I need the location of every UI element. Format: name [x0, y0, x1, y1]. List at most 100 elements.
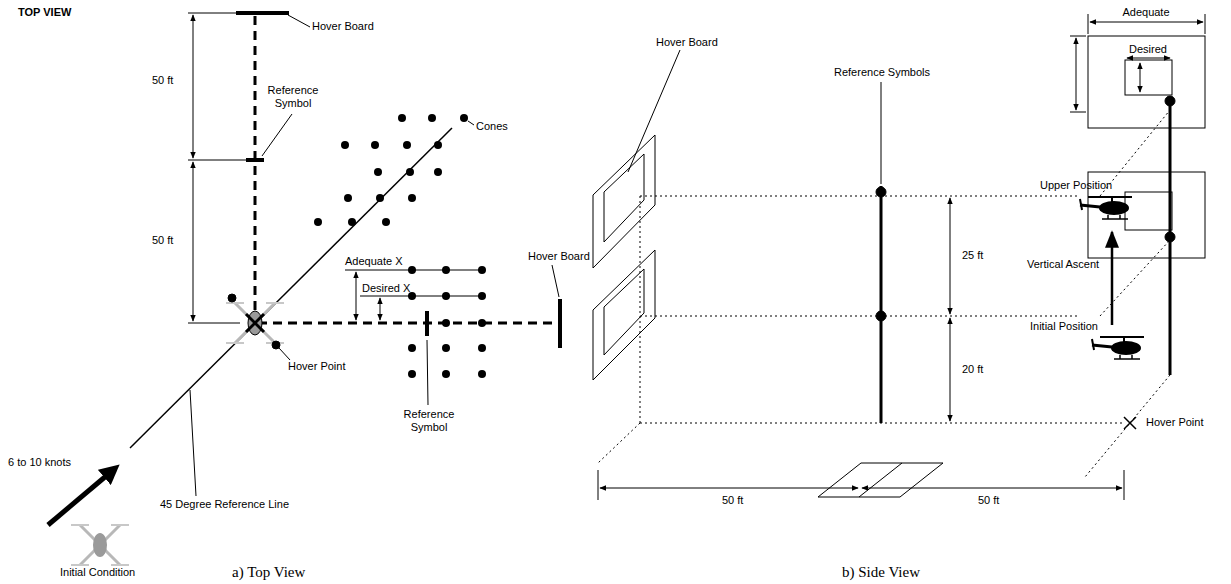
side-hover-boards — [593, 135, 655, 380]
side-dimensions — [600, 488, 858, 489]
part-label: Hover Point — [1146, 416, 1203, 429]
subfigure-caption: b) Side View — [842, 563, 920, 581]
part-label: Reference Symbol — [262, 84, 324, 110]
cone-dot — [406, 168, 414, 176]
hover-point — [272, 341, 280, 349]
dimension-label: 50 ft — [152, 74, 173, 87]
cone-dot — [314, 218, 322, 226]
cone-dot — [374, 168, 382, 176]
cone-dot — [408, 194, 416, 202]
side-hover-point — [1124, 417, 1136, 429]
helicopters — [1080, 197, 1132, 219]
cone-dot — [478, 344, 486, 352]
reference-pole — [818, 186, 943, 497]
reference-symbol — [425, 311, 429, 336]
perspective-lines — [598, 110, 1170, 477]
cone-dot — [442, 370, 450, 378]
cone-dot — [376, 194, 384, 202]
cone-dot — [428, 114, 436, 122]
part-label: 45 Degree Reference Line — [160, 498, 289, 511]
cone-dot — [442, 344, 450, 352]
hover-point — [246, 314, 264, 332]
position-label: Upper Position — [1040, 179, 1112, 192]
wind-label: 6 to 10 knots — [8, 456, 71, 469]
dimension-label: 20 ft — [962, 363, 983, 376]
subfigure-caption: a) Top View — [232, 563, 305, 581]
tolerance-label: Adequate — [1122, 6, 1169, 19]
initial-drone — [71, 525, 129, 565]
cone-dot — [341, 141, 349, 149]
cone-dot — [434, 141, 442, 149]
cone-dot — [434, 168, 442, 176]
dimension-label: 50 ft — [722, 494, 743, 507]
hover-point — [226, 303, 284, 343]
leader-lines — [881, 82, 882, 184]
side-dimensions — [598, 50, 1124, 500]
side-hover-point — [1124, 417, 1136, 429]
cone-dot — [371, 141, 379, 149]
part-label: Cones — [476, 120, 508, 133]
dimension-label: 25 ft — [962, 249, 983, 262]
tolerance-lines — [356, 272, 357, 320]
cone-dot — [478, 370, 486, 378]
target-pole — [1165, 232, 1175, 242]
cone-dot — [442, 319, 450, 327]
view-title: TOP VIEW — [18, 6, 71, 19]
reference-pole — [880, 186, 883, 423]
cone-dot — [344, 194, 352, 202]
target-windows — [1125, 192, 1172, 230]
tolerance-lines — [345, 270, 482, 271]
reference-symbol — [425, 311, 429, 336]
dimension-lines — [193, 162, 194, 321]
leader-lines — [190, 390, 196, 496]
leader-lines — [552, 265, 559, 297]
dimension-lines — [188, 160, 250, 161]
side-dimensions — [598, 470, 599, 500]
cone-dot — [403, 141, 411, 149]
part-label: Hover Board — [312, 20, 374, 33]
position-label: Vertical Ascent — [1027, 258, 1099, 271]
side-dimensions — [862, 488, 1122, 489]
part-label: Initial Condition — [60, 566, 135, 579]
cone-dot — [408, 344, 416, 352]
vertical-ascent-arrow — [1111, 232, 1114, 325]
position-label: Initial Position — [1030, 320, 1098, 333]
side-dimensions — [950, 318, 951, 421]
reference-pole — [876, 311, 886, 321]
hover-point — [228, 294, 236, 302]
dimension-label: 50 ft — [978, 494, 999, 507]
target-windows — [1070, 112, 1086, 113]
leader-lines — [427, 340, 428, 405]
target-windows — [1140, 63, 1141, 92]
tolerance-lines — [360, 296, 482, 297]
dimension-lines — [188, 13, 236, 14]
cone-dot — [460, 114, 468, 122]
target-windows — [1125, 60, 1172, 95]
right-hover-board — [558, 299, 562, 348]
perspective-lines — [1100, 240, 1170, 316]
dashed-course-line — [255, 16, 558, 323]
wind-arrow — [48, 471, 112, 525]
leader-lines — [288, 15, 310, 27]
target-pole — [1165, 96, 1175, 375]
cone-dot — [398, 114, 406, 122]
cone-dot — [478, 319, 486, 327]
side-hover-boards — [593, 135, 655, 268]
leader-lines — [262, 114, 292, 156]
perspective-lines — [640, 316, 1080, 317]
perspective-lines — [640, 196, 641, 423]
target-windows — [1088, 36, 1205, 128]
perspective-lines — [640, 196, 1078, 197]
dimension-lines — [188, 323, 240, 324]
target-windows — [1070, 14, 1205, 258]
initial-drone — [71, 525, 129, 565]
vertical-ascent-arrow — [1112, 232, 1113, 325]
reference-line-45 — [130, 128, 452, 448]
part-label: Hover Point — [288, 360, 345, 373]
helicopters — [1080, 197, 1144, 359]
dashed-course-line — [258, 322, 558, 325]
dimension-label: 50 ft — [152, 234, 173, 247]
leader-lines — [279, 348, 290, 360]
